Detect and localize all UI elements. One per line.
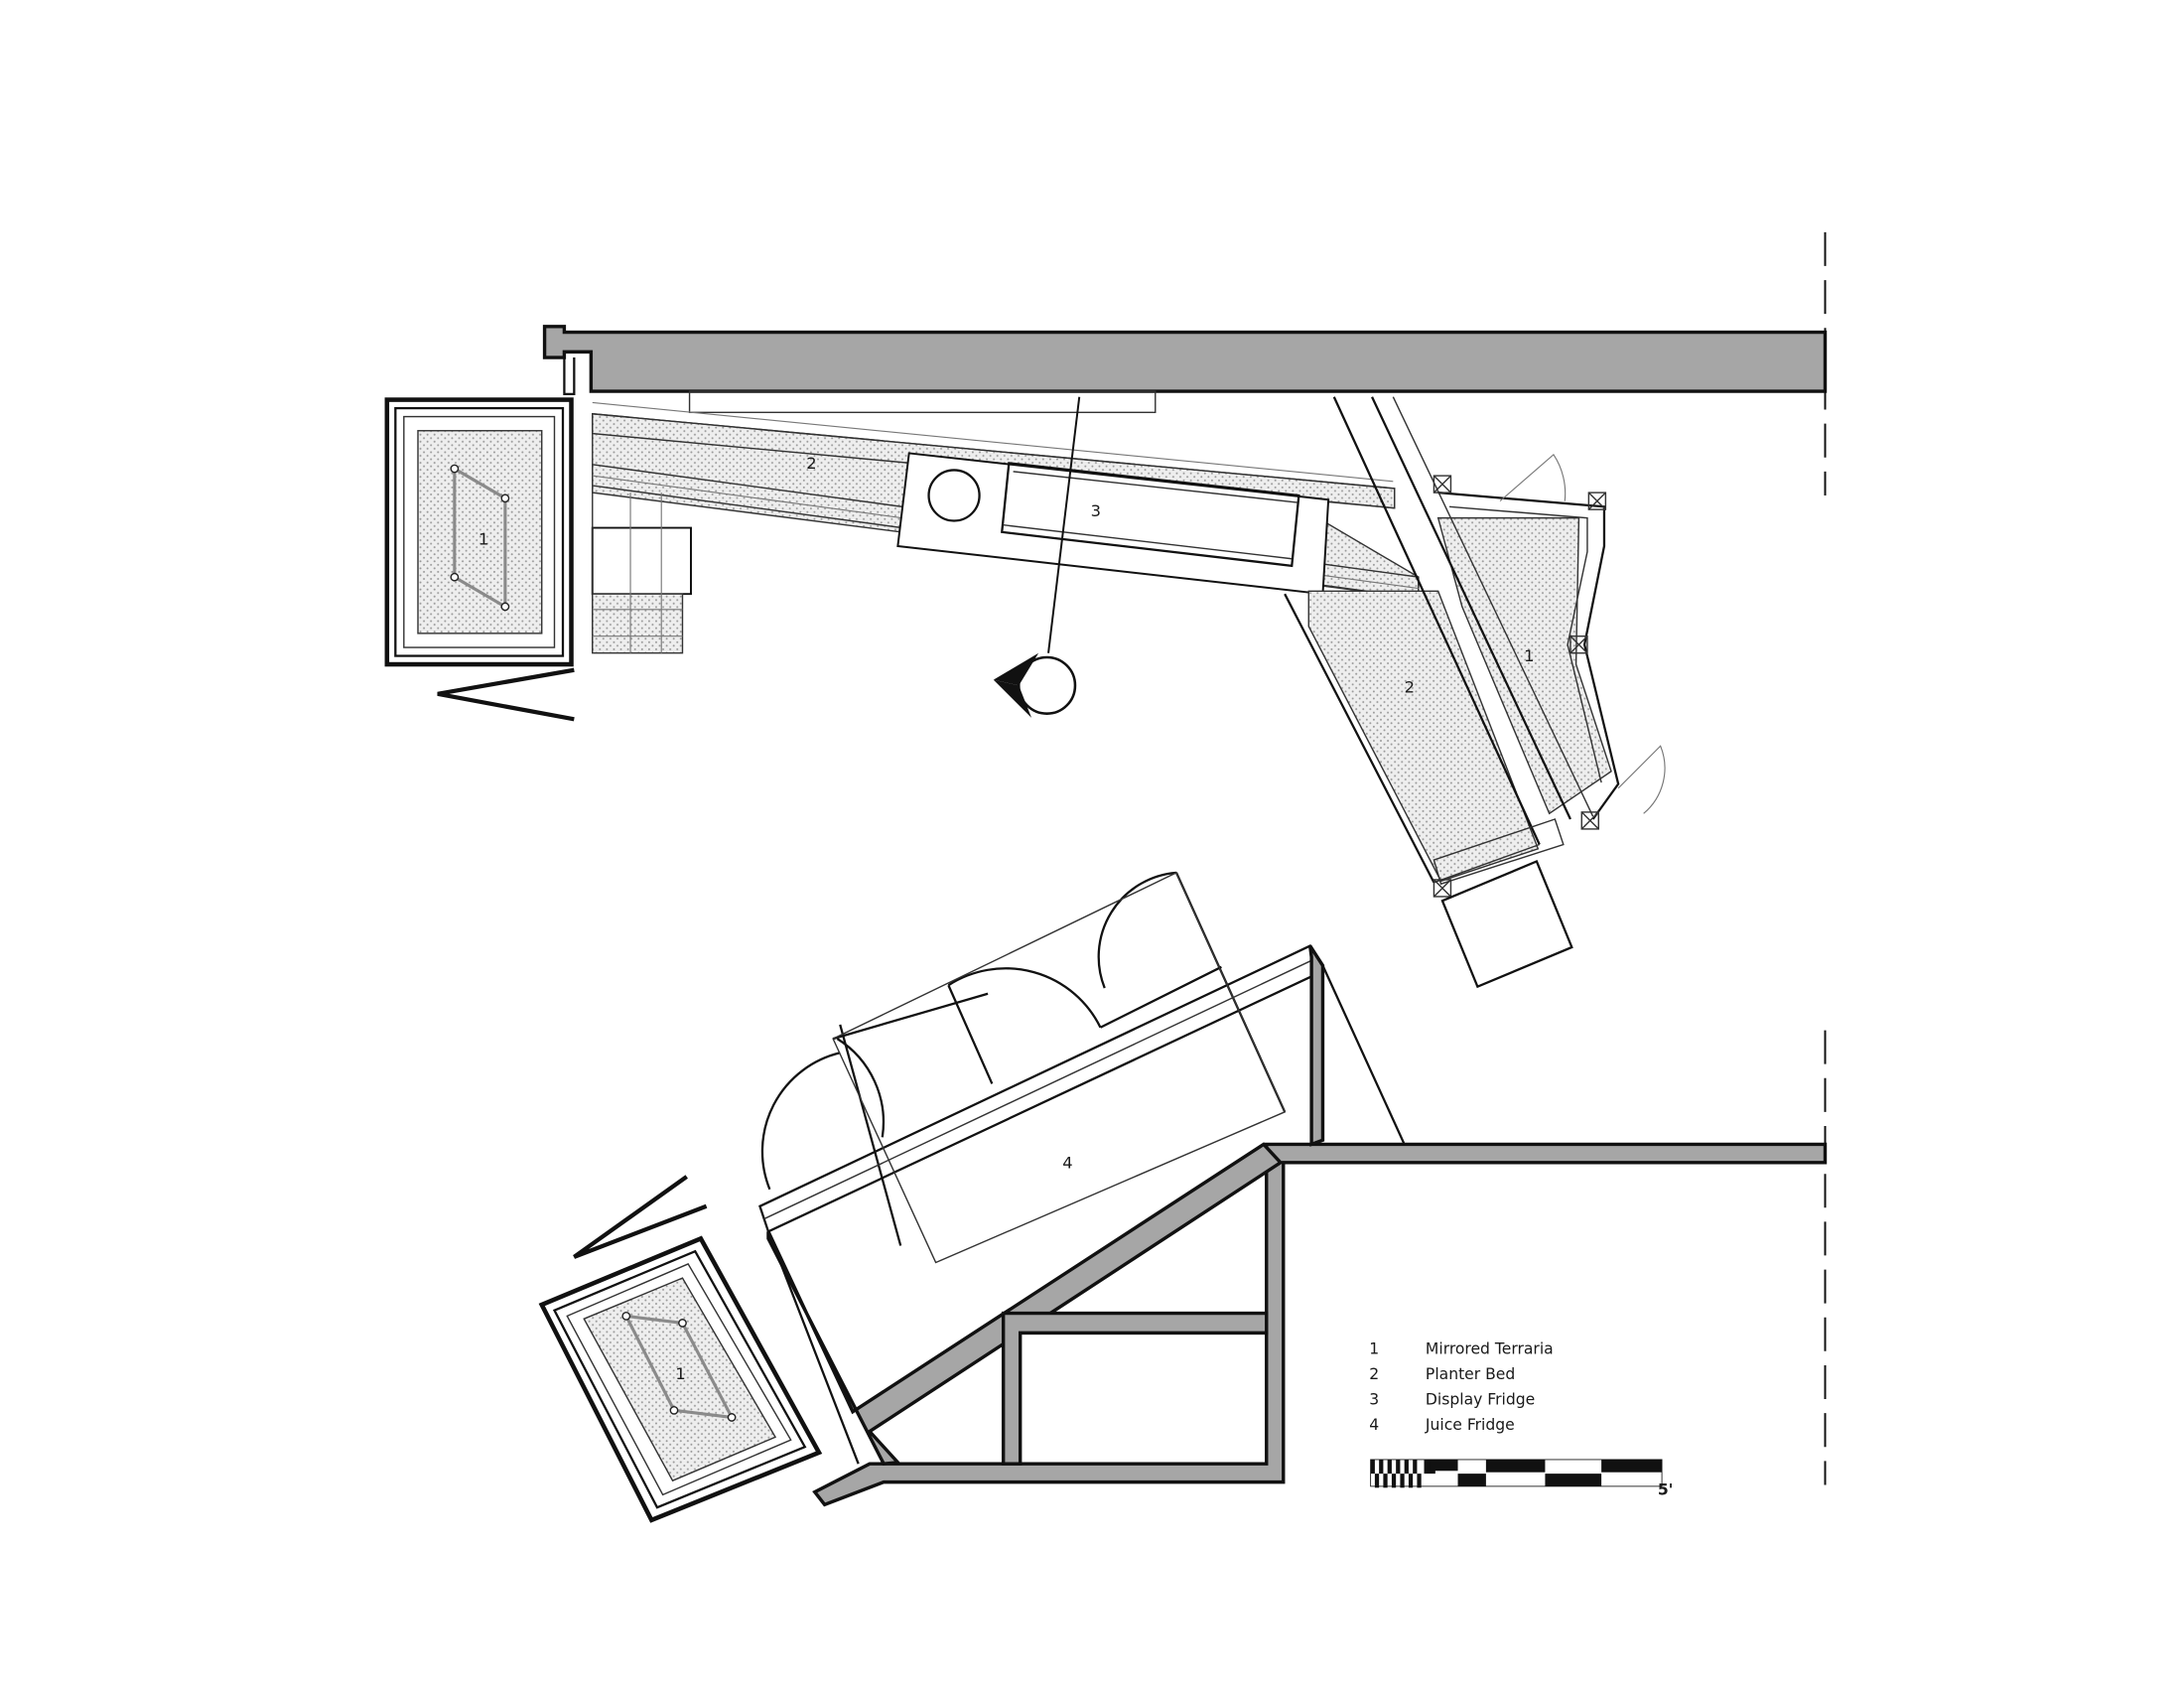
callout-planter-east: 2	[1405, 677, 1415, 696]
legend: 1 Mirrored Terraria 2 Planter Bed 3 Disp…	[1369, 1340, 1553, 1435]
legend-num: 4	[1369, 1416, 1379, 1434]
door-swing-east-lower	[1617, 745, 1666, 814]
legend-label: Planter Bed	[1426, 1365, 1515, 1383]
juice-fridge: 4	[758, 871, 1324, 1264]
legend-item: 3 Display Fridge	[1369, 1391, 1535, 1409]
legend-num: 2	[1369, 1365, 1379, 1383]
legend-num: 1	[1369, 1340, 1379, 1358]
legend-num: 3	[1369, 1391, 1379, 1409]
callout-juice-fridge: 4	[1062, 1154, 1072, 1173]
legend-item: 2 Planter Bed	[1369, 1365, 1515, 1383]
top-wall	[542, 325, 1828, 393]
scale-bar-label: 5'	[1658, 1480, 1674, 1498]
display-fridge: 3	[896, 452, 1330, 596]
mirror-panel-sw	[573, 1175, 708, 1259]
top-wall-return	[563, 357, 576, 396]
callout-terraria-east: 1	[1524, 646, 1534, 665]
callout-terraria-sw: 1	[675, 1364, 685, 1383]
door-swing-east-upper	[1499, 454, 1567, 502]
legend-item: 4 Juice Fridge	[1369, 1416, 1515, 1434]
legend-item: 1 Mirrored Terraria	[1369, 1340, 1553, 1358]
callout-planter-top: 2	[806, 454, 816, 473]
legend-label: Mirrored Terraria	[1426, 1340, 1554, 1358]
soffit-outline	[688, 390, 1157, 414]
planter-bed-east: 2	[1284, 396, 1565, 886]
terrarium-sw: 1	[538, 1235, 823, 1523]
planter-box-outside	[1440, 860, 1573, 989]
mirror-panel-nw	[437, 667, 575, 722]
callout-terraria-nw: 1	[478, 530, 488, 549]
terrarium-east: 1	[1371, 396, 1620, 898]
callout-display-fridge: 3	[1091, 501, 1101, 520]
scale-bar: 5'	[1370, 1459, 1674, 1498]
legend-label: Juice Fridge	[1425, 1416, 1515, 1434]
terrarium-nw: 1	[384, 397, 574, 667]
legend-label: Display Fridge	[1426, 1391, 1535, 1409]
lower-wall	[766, 944, 1828, 1507]
